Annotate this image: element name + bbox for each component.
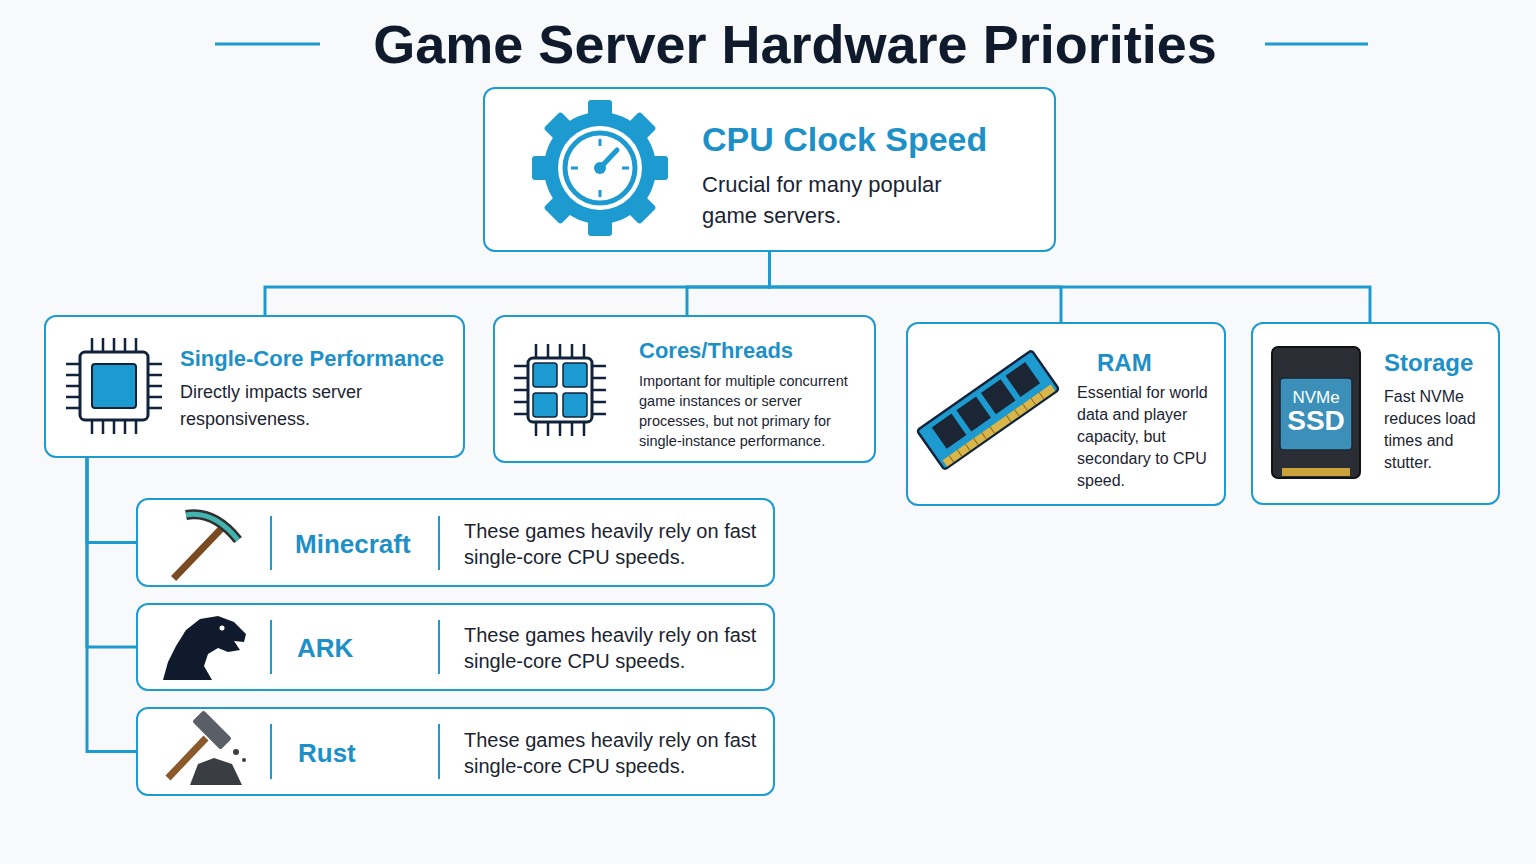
- node-body: Important for multiple concurrent game i…: [639, 371, 871, 451]
- connector-line: [265, 252, 770, 315]
- node-heading: Storage: [1384, 348, 1494, 378]
- node-body: Fast NVMe reduces load times and stutter…: [1384, 386, 1492, 474]
- node-body: These games heavily rely on fast single-…: [464, 518, 764, 570]
- node-body: Directly impacts server responsiveness.: [180, 379, 392, 433]
- game-box: Minecraft These games heavily rely on fas…: [136, 498, 775, 587]
- connector-line: [87, 458, 136, 647]
- node-heading: Cores/Threads: [639, 337, 859, 365]
- connector-line: [87, 458, 136, 752]
- connector-line: [770, 252, 1371, 322]
- title-rule-part: [215, 43, 320, 46]
- node-heading: RAM: [1097, 348, 1197, 378]
- node-body: Crucial for many popular game servers.: [702, 169, 982, 231]
- node-body: Essential for world data and player capa…: [1077, 382, 1223, 492]
- node-body: These games heavily rely on fast single-…: [464, 622, 764, 674]
- root-box: CPU Clock SpeedCrucial for many popular …: [483, 87, 1056, 252]
- category-box: RAM Essential for world data and player c…: [906, 322, 1226, 506]
- node-heading: Single-Core Performance: [180, 345, 465, 373]
- ssd-label: SSD: [1276, 405, 1356, 437]
- game-name: Rust: [298, 737, 448, 769]
- game-box: ARK These games heavily rely on fast sing…: [136, 603, 775, 691]
- connector-line: [687, 252, 770, 315]
- node-body: These games heavily rely on fast single-…: [464, 727, 764, 779]
- connector-line: [87, 458, 136, 543]
- game-name: Minecraft: [295, 528, 445, 560]
- title-rule-part: [1265, 43, 1368, 46]
- node-heading: CPU Clock Speed: [702, 119, 1042, 159]
- game-name: ARK: [297, 632, 447, 664]
- game-box: Rust These games heavily rely on fast sin…: [136, 707, 775, 796]
- category-box: Cores/ThreadsImportant for multiple conc…: [493, 315, 876, 463]
- category-box: Single-Core PerformanceDirectly impacts …: [44, 315, 465, 458]
- diagram-title: Game Server Hardware Priorities: [295, 12, 1295, 76]
